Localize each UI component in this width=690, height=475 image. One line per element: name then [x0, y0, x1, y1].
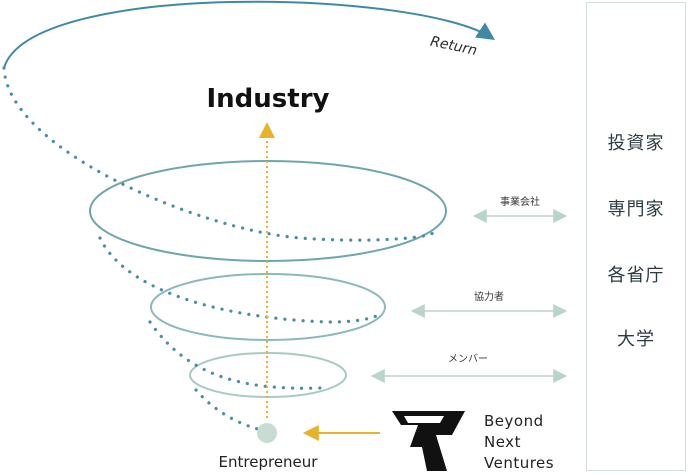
- stakeholder-investor: 投資家: [607, 133, 665, 154]
- entrepreneur-label: Entrepreneur: [219, 453, 319, 471]
- brand-line-1: Beyond: [484, 412, 544, 430]
- ring-label-members: メンバー: [448, 353, 488, 365]
- brand-line-2: Next: [484, 433, 521, 451]
- ring-small: [189, 352, 347, 398]
- beyond-next-ventures-logo: [392, 411, 465, 471]
- industry-title: Industry: [207, 84, 330, 114]
- stakeholder-ministries: 各省庁: [607, 265, 665, 286]
- entrepreneur-node: [257, 423, 277, 443]
- ring-label-companies: 事業会社: [500, 195, 540, 208]
- ring-label-collaborators: 協力者: [474, 290, 504, 303]
- stakeholder-expert: 専門家: [607, 199, 665, 220]
- ring-medium: [150, 273, 386, 341]
- stakeholder-university: 大学: [617, 329, 655, 350]
- return-arrow: [3, 0, 496, 69]
- stakeholder-panel: 投資家 専門家 各省庁 大学: [586, 2, 686, 471]
- return-label: Return: [429, 34, 479, 59]
- brand-line-3: Ventures: [484, 454, 554, 472]
- spiral-dotted-path: [2, 66, 435, 432]
